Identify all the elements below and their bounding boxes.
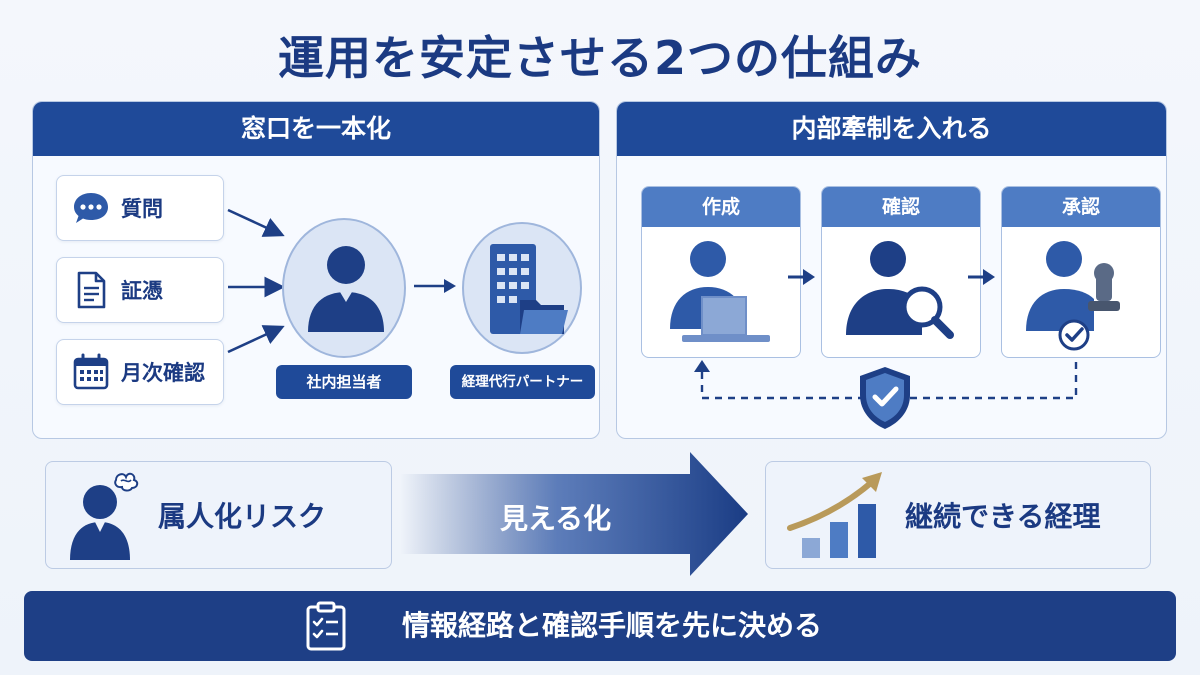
document-icon <box>77 271 106 309</box>
visualization-label: 見える化 <box>500 502 612 535</box>
internal-control-heading: 内部牽制を入れる <box>617 102 1166 156</box>
source-label-voucher: 証憑 <box>121 279 163 303</box>
single-contact-heading: 窓口を一本化 <box>33 102 599 156</box>
step-card-create: 作成 <box>641 186 801 358</box>
person-laptop-icon <box>670 241 770 342</box>
clipboard-checklist-icon <box>306 601 346 651</box>
calendar-icon <box>73 353 109 390</box>
step-arrow-1 <box>788 269 815 285</box>
step-card-check: 確認 <box>821 186 981 358</box>
source-arrows <box>227 208 286 354</box>
person-stamp-icon <box>1026 241 1120 351</box>
dependency-risk-label: 属人化リスク <box>158 500 327 533</box>
step-card-approve: 承認 <box>1001 186 1161 358</box>
step-label-create: 作成 <box>642 187 800 227</box>
source-card-question: 質問 <box>56 175 224 241</box>
person-icon <box>308 246 384 332</box>
building-folder-icon <box>490 244 568 334</box>
accounting-partner-label: 経理代行パートナー <box>450 365 595 399</box>
step-arrow-2 <box>968 269 995 285</box>
sustainable-accounting-label: 継続できる経理 <box>905 500 1101 533</box>
person-to-partner-arrow <box>414 279 456 293</box>
chat-bubble-icon <box>74 193 108 223</box>
step-label-check: 確認 <box>822 187 980 227</box>
page-title: 運用を安定させる2つの仕組み <box>277 31 922 85</box>
person-magnifier-icon <box>846 241 954 339</box>
step-label-approve: 承認 <box>1002 187 1160 227</box>
sustainable-accounting-box <box>765 461 1151 569</box>
source-card-monthly: 月次確認 <box>56 339 224 405</box>
in-house-staff-circle <box>282 218 406 358</box>
worried-person-icon <box>70 472 139 560</box>
footer-text: 情報経路と確認手順を先に決める <box>402 609 823 642</box>
accounting-partner-circle <box>462 222 582 354</box>
in-house-staff-label: 社内担当者 <box>276 365 412 399</box>
source-label-monthly: 月次確認 <box>121 361 205 385</box>
visualization-arrow <box>400 452 748 576</box>
shield-check-icon <box>860 367 910 429</box>
source-card-voucher: 証憑 <box>56 257 224 323</box>
footer-banner: 情報経路と確認手順を先に決める <box>24 591 1176 661</box>
growth-chart-icon <box>787 472 882 558</box>
source-label-question: 質問 <box>121 197 163 221</box>
